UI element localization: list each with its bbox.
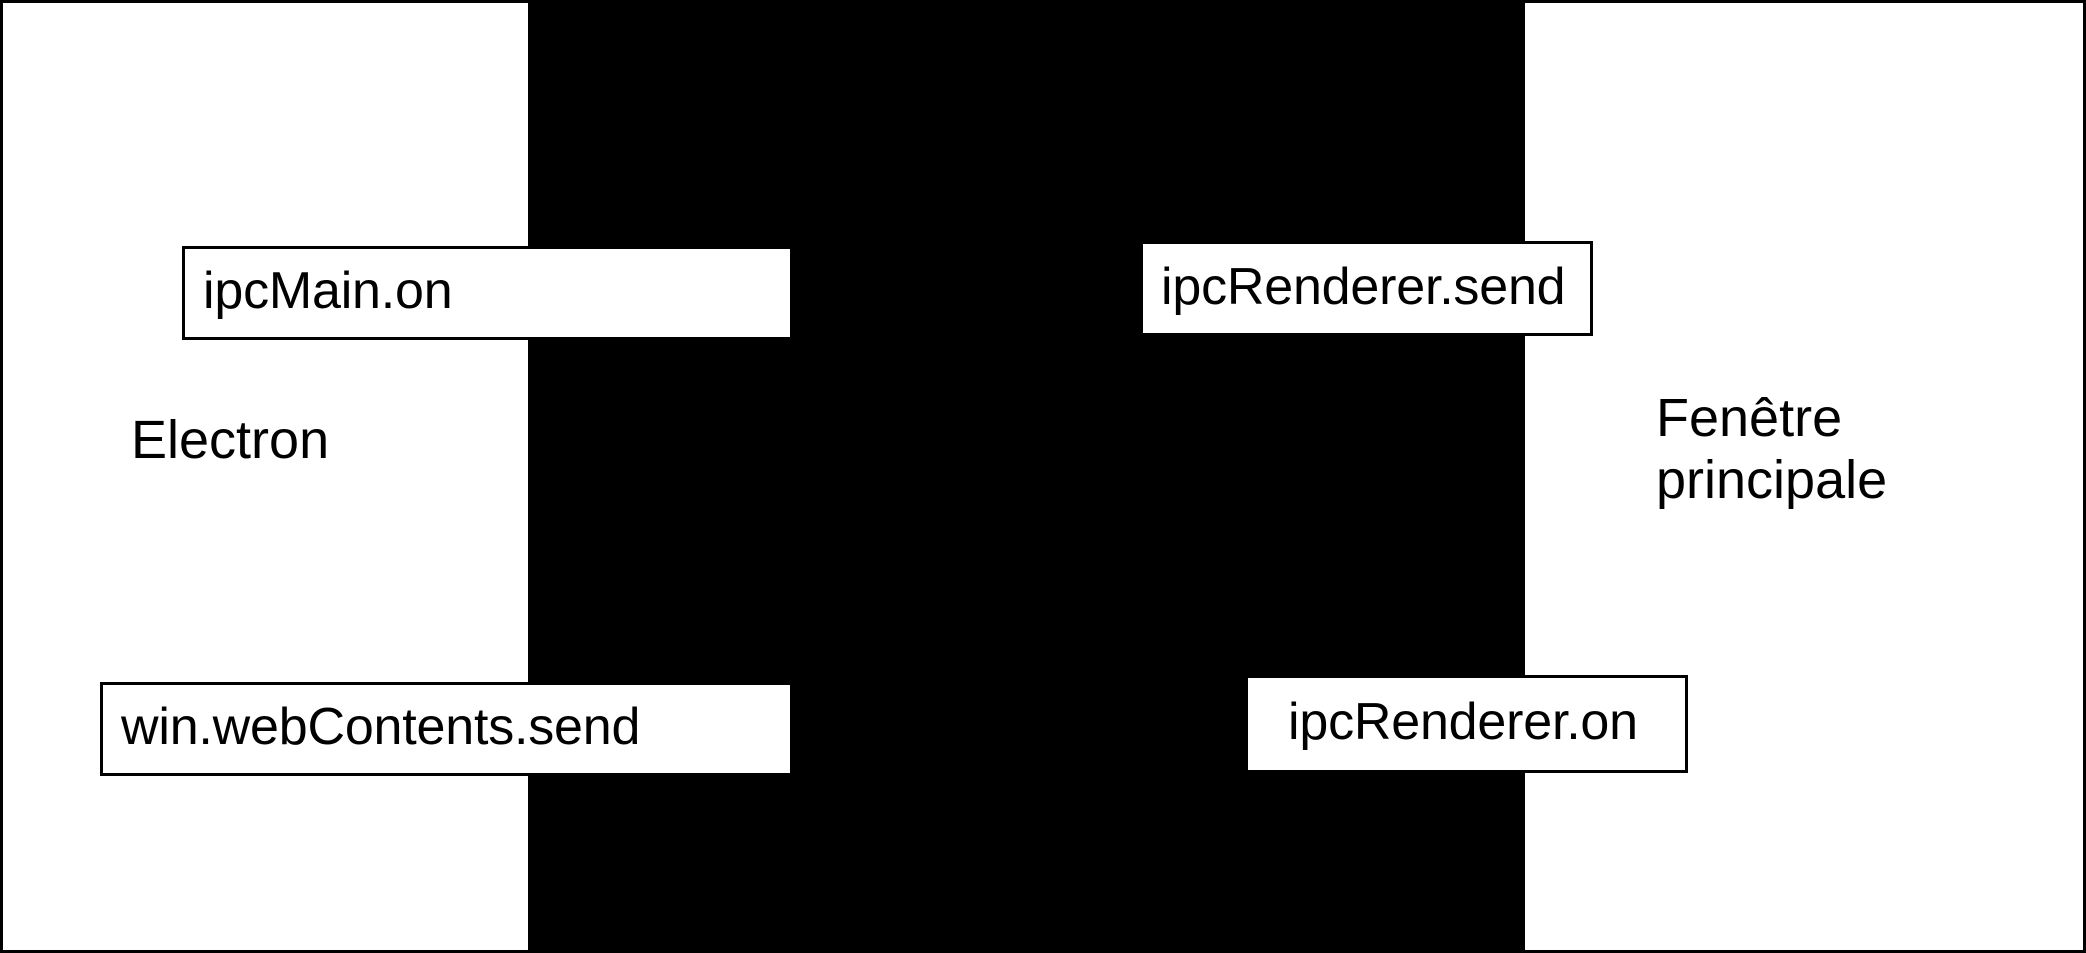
node-win-webcontents-send-label: win.webContents.send	[121, 698, 641, 756]
center-black-band	[528, 3, 1525, 950]
node-ipc-main-on-label: ipcMain.on	[203, 262, 453, 320]
node-ipc-renderer-on-label: ipcRenderer.on	[1288, 693, 1638, 751]
panel-label-fenetre-principale: Fenêtre principale	[1656, 388, 1888, 510]
node-ipc-renderer-send-label: ipcRenderer.send	[1161, 257, 1566, 316]
node-ipc-renderer-on[interactable]: ipcRenderer.on	[1245, 675, 1688, 773]
panel-label-electron: Electron	[131, 410, 330, 470]
node-win-webcontents-send[interactable]: win.webContents.send	[100, 682, 793, 776]
node-ipc-main-on[interactable]: ipcMain.on	[182, 246, 793, 340]
node-ipc-renderer-send[interactable]: ipcRenderer.send	[1140, 241, 1593, 336]
